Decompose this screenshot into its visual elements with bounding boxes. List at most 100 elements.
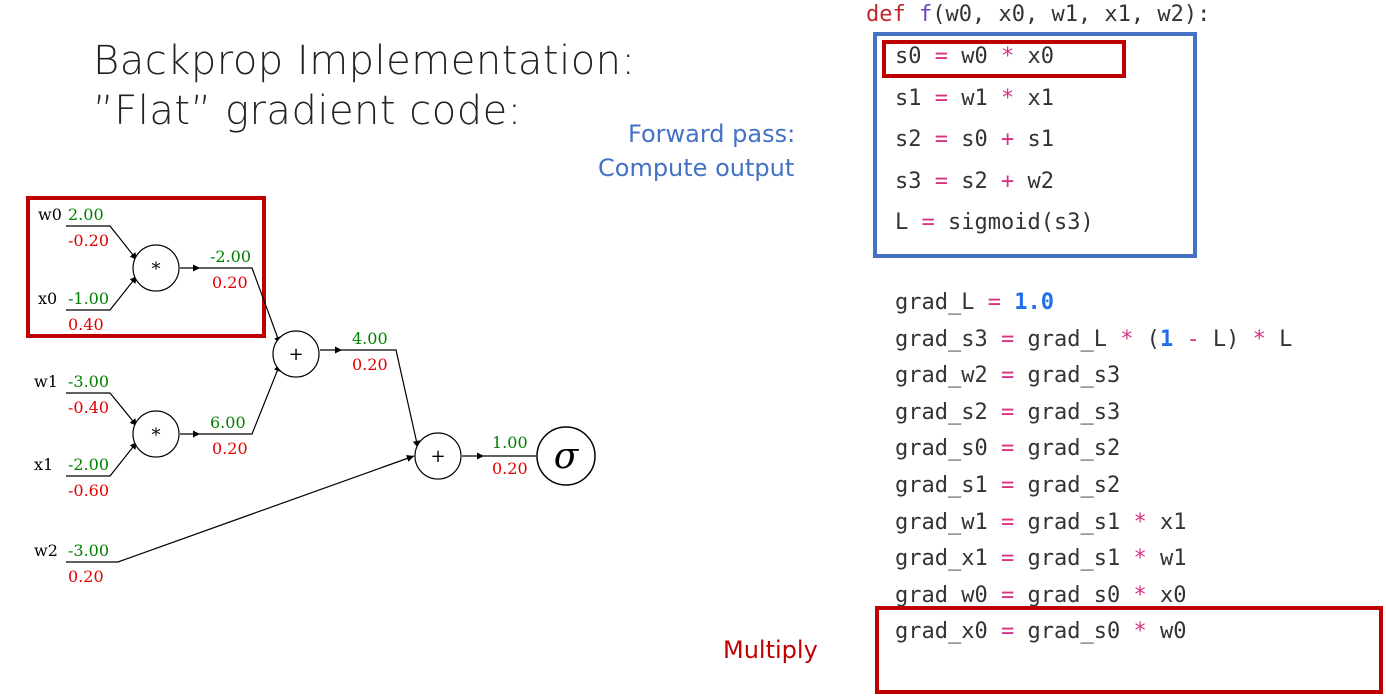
code-token: 0 [1040,44,1054,69]
code-token [988,127,1001,152]
input-value-w0: 2.00 [68,205,104,224]
edge-w0-mul1 [66,225,138,261]
code-lhs: s1 [895,85,922,111]
code-operator: * [1001,44,1015,69]
assign-operator: = [921,127,962,152]
code-rhs: grad_s3 [1027,363,1120,388]
backward-line: grad_s0 = grad_s2 [895,436,1120,461]
forward-pass-label: Forward pass: [628,120,796,148]
code-rhs: sigmoid(s3) [948,210,1094,235]
assign-operator: = [987,363,1028,389]
backward-line: grad_w0 = grad_s0 * x0 [895,583,1186,608]
multiply-label: Multiply [723,636,818,664]
sigmoid-node [536,426,596,486]
assign-operator: = [921,44,962,69]
edge-x0-mul1 [66,275,138,311]
code-token: grad_s [1027,363,1107,389]
function-name: f [919,2,933,27]
code-lhs: grad_s2 [895,399,988,425]
input-value-w2: -3.00 [68,541,109,560]
assign-operator: = [987,473,1028,498]
highlight-box-multiply [875,606,1383,694]
code-token: 2 [974,168,988,194]
assign-operator: = [987,546,1028,572]
input-value-x1: -2.00 [68,455,109,474]
code-token [988,169,1001,194]
code-token: 0 [1173,582,1187,608]
input-grad-x1: -0.60 [68,481,109,500]
assign-operator: = [987,326,1028,352]
code-rhs: grad_s0 * w0 [1027,619,1186,644]
code-token: x [1014,44,1041,69]
code-token: x [1146,582,1174,608]
code-token: ) [1080,210,1094,235]
code-number: 1.0 [1014,290,1054,315]
code-token: s [1014,127,1041,152]
input-name-w2: w2 [34,541,58,560]
code-operator: * [1133,509,1147,535]
code-token [988,86,1001,111]
compute-output-label: Compute output [598,154,795,182]
code-token: grad_s [1027,546,1107,572]
code-operator: * [1133,619,1147,645]
code-token: 1 [974,85,988,111]
title-line-2: ”Flat” gradient code: [93,88,522,134]
backward-line: grad_s1 = grad_s2 [895,473,1120,498]
forward-line: s3 = s2 + w2 [895,169,1054,194]
code-token: L [1265,326,1293,352]
mul1-out-grad: 0.20 [212,273,248,292]
add2-out-value: 1.00 [492,433,528,452]
edge-mul1-add1 [200,267,281,345]
code-lhs: grad_w1 [895,509,988,535]
backward-line: grad_s2 = grad_s3 [895,400,1120,425]
mul1-node [132,244,180,292]
code-token: w [961,85,975,111]
code-token [1120,583,1133,608]
code-rhs: s2 + w2 [961,169,1054,194]
code-token: 2 [1040,168,1054,194]
function-args: (w0, x0, w1, x1, w2): [932,2,1211,27]
code-rhs: grad_s2 [1027,436,1120,461]
input-name-x1: x1 [34,455,53,474]
backward-line: grad_s3 = grad_L * (1 - L) * L [895,327,1292,352]
code-rhs: grad_s1 * x1 [1027,510,1186,535]
code-token: 0 [1106,619,1121,645]
code-token [1173,327,1186,352]
input-name-x0: x0 [38,289,57,308]
backward-line: grad_w2 = grad_s3 [895,363,1120,388]
code-token: 1 [1173,509,1187,535]
code-rhs: grad_s1 * w1 [1027,546,1186,571]
code-operator: * [1133,546,1147,572]
input-name-w0: w0 [38,205,62,224]
mul2-op: * [152,425,161,446]
backward-line: grad_x1 = grad_s1 * w1 [895,546,1186,571]
code-lhs: s0 [895,44,922,69]
code-operator: + [1001,168,1015,194]
code-lhs: L [895,210,909,235]
input-name-w1: w1 [34,372,58,391]
code-token: grad_s [1027,473,1107,498]
assign-operator: = [987,619,1028,645]
edge-mul2-add1 [200,363,281,435]
computational-graph: w0 x0 w1 x1 w2 2.00 -1.00 -3.00 -2.00 -3… [26,196,596,586]
forward-line: L = sigmoid(s3) [895,210,1094,235]
edge-add1-add2 [342,349,420,449]
code-token: 2 [1106,473,1121,498]
assign-operator: = [987,582,1028,608]
add1-out-value: 4.00 [352,329,388,348]
add2-op: + [430,446,445,467]
code-rhs: grad_s0 * x0 [1027,583,1186,608]
backward-line: grad_w1 = grad_s1 * x1 [895,510,1186,535]
code-rhs: grad_s2 [1027,473,1120,498]
code-token: grad_s [1027,399,1107,425]
mul2-out-grad: 0.20 [212,439,248,458]
code-token: w [1014,168,1041,194]
code-token: 2 [1106,436,1121,462]
assign-operator: = [908,210,948,235]
def-keyword: def [866,2,906,27]
code-lhs: grad_w2 [895,363,988,389]
code-token: 1 [1040,85,1054,111]
code-lhs: grad_w0 [895,582,988,608]
edge-w2-add2 [66,455,415,563]
code-operator: - [1186,326,1200,352]
